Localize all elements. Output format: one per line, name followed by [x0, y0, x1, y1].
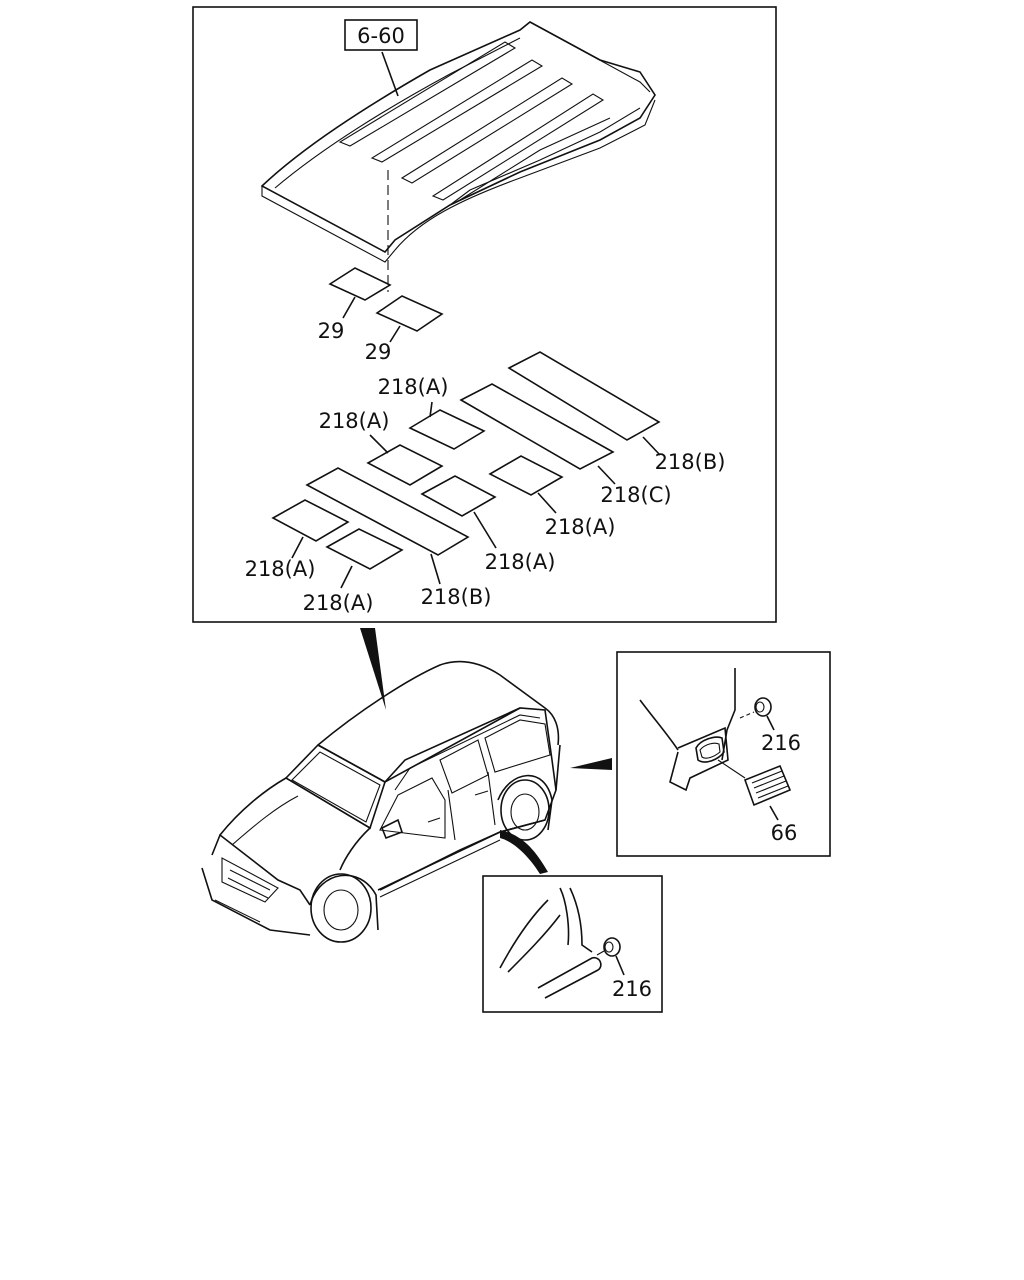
roof-panel-frame [192, 6, 777, 623]
callout-218a-upper: 218(A) [378, 375, 449, 399]
grommet-216-sill: 216 [596, 937, 652, 1001]
pad-218-a-mid-right: 218(A) [488, 455, 616, 539]
callout-29-right: 29 [365, 340, 392, 364]
callout-218a-upper-left: 218(A) [319, 409, 390, 433]
callout-218c: 218(C) [600, 483, 671, 507]
detail-sill: 216 [482, 875, 663, 1013]
pad-218-b-top: 218(B) [507, 351, 726, 474]
pad-218-a-mid: 218(A) [420, 475, 556, 574]
pad-218-b-bottom: 218(B) [305, 467, 492, 609]
callout-218a-mid: 218(A) [485, 550, 556, 574]
roof-pointer [360, 628, 386, 710]
pad-29-left: 29 [318, 267, 392, 343]
callout-218b-top: 218(B) [655, 450, 726, 474]
callout-218a-lower-left: 218(A) [245, 557, 316, 581]
sill-pointer [500, 830, 548, 874]
pad-218-a-upper: 218(A) [378, 375, 486, 450]
pad-218-a-lower-left: 218(A) [245, 499, 350, 581]
callout-218a-mid-right: 218(A) [545, 515, 616, 539]
pad-218-c: 218(C) [459, 383, 672, 507]
callout-216-sill: 216 [612, 977, 652, 1001]
reference-label: 6-60 [357, 24, 405, 48]
callout-218b-bottom: 218(B) [421, 585, 492, 609]
grommet-216-rear: 216 [739, 697, 801, 755]
rear-pointer [570, 758, 612, 770]
vent-66: 66 [717, 759, 798, 845]
vehicle-illustration [201, 660, 561, 943]
callout-216-rear: 216 [761, 731, 801, 755]
detail-rear-vent: 216 66 [616, 651, 831, 857]
pad-218-a-lower: 218(A) [303, 528, 404, 615]
roof-headliner [260, 21, 656, 292]
pad-29-right: 29 [365, 295, 444, 364]
callout-29-left: 29 [318, 319, 345, 343]
pad-218-a-upper-left: 218(A) [319, 409, 444, 486]
callout-66: 66 [771, 821, 798, 845]
reference-box: 6-60 [344, 19, 418, 97]
callout-218a-lower: 218(A) [303, 591, 374, 615]
